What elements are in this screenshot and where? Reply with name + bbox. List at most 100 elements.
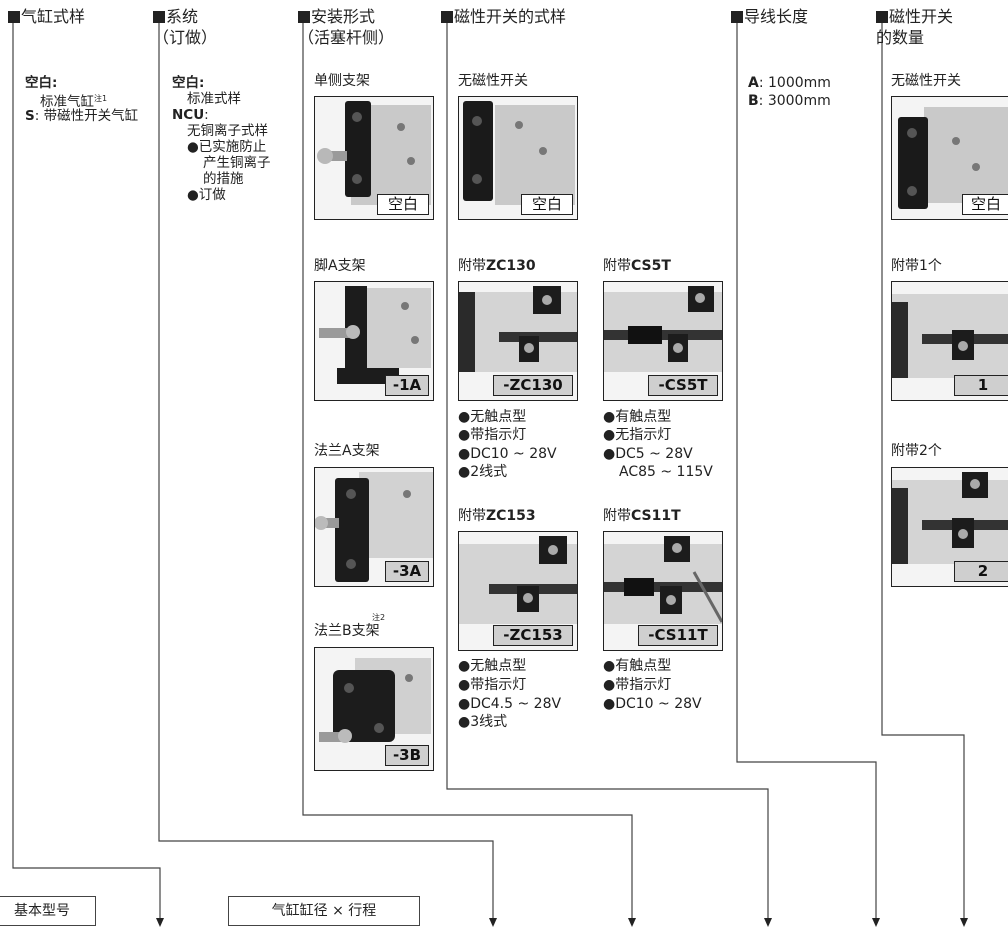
cs5t-spec-1: ●有触点型 [603, 409, 672, 425]
line-lead [736, 22, 877, 921]
cs11t-spec-2: ●带指示灯 [603, 677, 672, 693]
count-two-photo: 2 [891, 467, 1008, 587]
cyl-blank-key: 空白: [25, 75, 58, 91]
cs5t-spec-3: ●DC5 ~ 28V [603, 446, 693, 462]
cylinder-photo-icon [892, 472, 1008, 564]
mount-flangeB-label: 法兰B支架 [314, 623, 380, 639]
bore-stroke-box: 气缸缸径 × 行程 [228, 896, 420, 926]
switch-cs11t-code: -CS11T [638, 625, 718, 646]
cylinder-photo-icon [892, 294, 1008, 378]
zc153-spec-2: ●带指示灯 [458, 677, 527, 693]
switch-zc130-label: 附带ZC130 [458, 258, 536, 274]
count-one-code: 1 [954, 375, 1008, 396]
zc130-spec-4: ●2线式 [458, 464, 508, 480]
zc153-spec-4: ●3线式 [458, 714, 508, 730]
header-system: 系统（订做） [153, 7, 218, 47]
switch-zc153-photo: -ZC153 [458, 531, 578, 651]
header-cylinder: 气缸式样 [8, 6, 85, 27]
switch-none-photo: 空白 [458, 96, 578, 220]
switch-none-code: 空白 [521, 194, 573, 215]
arrow-head [960, 918, 968, 927]
cylinder-photo-icon [604, 286, 722, 372]
switch-zc130-code: -ZC130 [493, 375, 573, 396]
header-switch-count: 磁性开关的数量 [876, 7, 954, 47]
switch-zc153-code: -ZC153 [493, 625, 573, 646]
mount-footA-label: 脚A支架 [314, 258, 366, 274]
count-one-photo: 1 [891, 281, 1008, 401]
line-cylinder [12, 22, 161, 921]
mount-single-code: 空白 [377, 194, 429, 215]
count-none-photo: 空白 [891, 96, 1008, 220]
cyl-s-option: S: 带磁性开关气缸 [25, 108, 139, 124]
zc153-spec-1: ●无触点型 [458, 658, 527, 674]
mount-flangeA-code: -3A [385, 561, 429, 582]
arrow-head [489, 918, 497, 927]
arrow-head [764, 918, 772, 927]
square-bullet-icon [441, 11, 453, 23]
mount-flangeB-photo: -3B [314, 647, 434, 771]
arrow-head [156, 918, 164, 927]
lead-option-a: A: 1000mm [748, 75, 831, 91]
note-1-mark: 注1 [94, 94, 108, 103]
cs5t-spec-4: AC85 ~ 115V [619, 464, 713, 480]
cylinder-photo-icon [459, 536, 577, 624]
switch-none-label: 无磁性开关 [458, 73, 528, 89]
switch-cs5t-code: -CS5T [648, 375, 718, 396]
cs11t-spec-3: ●DC10 ~ 28V [603, 696, 702, 712]
count-two-code: 2 [954, 561, 1008, 582]
cylinder-photo-icon [317, 101, 431, 205]
mount-flangeA-photo: -3A [314, 467, 434, 587]
arrow-head [872, 918, 880, 927]
sys-ncu-desc: 无铜离子式样 [187, 123, 268, 139]
count-none-label: 无磁性开关 [891, 73, 961, 89]
count-two-label: 附带2个 [891, 443, 942, 459]
header-lead-length: 导线长度 [731, 6, 808, 27]
square-bullet-icon [876, 11, 888, 23]
lead-option-b: B: 3000mm [748, 93, 831, 109]
mount-footA-code: -1A [385, 375, 429, 396]
sys-ncu-bullet-1-line-3: 的措施 [203, 171, 244, 187]
square-bullet-icon [8, 11, 20, 23]
mount-single-label: 单侧支架 [314, 73, 370, 89]
switch-cs11t-label: 附带CS11T [603, 508, 681, 524]
cyl-blank-desc: 标准气缸注1 [40, 94, 108, 110]
sys-ncu-bullet-1-line-1: ●已实施防止 [187, 139, 267, 155]
cs5t-spec-2: ●无指示灯 [603, 427, 672, 443]
switch-zc130-photo: -ZC130 [458, 281, 578, 401]
mount-footA-photo: -1A [314, 281, 434, 401]
square-bullet-icon [731, 11, 743, 23]
note-2-mark: 注2 [372, 613, 386, 622]
header-switch-type: 磁性开关的式样 [441, 6, 566, 27]
cylinder-photo-icon [604, 536, 722, 624]
sys-blank-desc: 标准式样 [187, 91, 241, 107]
count-one-label: 附带1个 [891, 258, 942, 274]
cylinder-photo-icon [315, 472, 433, 582]
mount-flangeA-label: 法兰A支架 [314, 443, 380, 459]
switch-cs11t-photo: -CS11T [603, 531, 723, 651]
line-count [881, 22, 965, 921]
cylinder-photo-icon [459, 286, 577, 372]
sys-ncu-bullet-1-line-2: 产生铜离子 [203, 155, 271, 171]
square-bullet-icon [153, 11, 165, 23]
cs11t-spec-1: ●有触点型 [603, 658, 672, 674]
square-bullet-icon [298, 11, 310, 23]
arrow-head [628, 918, 636, 927]
basic-model-box: 基本型号 [0, 896, 96, 926]
header-mount: 安装形式（活塞杆侧） [298, 7, 395, 47]
count-none-code: 空白 [962, 194, 1008, 215]
zc153-spec-3: ●DC4.5 ~ 28V [458, 696, 562, 712]
line-mount [302, 22, 633, 921]
sys-ncu-bullet-2: ●订做 [187, 187, 226, 203]
cylinder-photo-icon [463, 101, 575, 205]
zc130-spec-2: ●带指示灯 [458, 427, 527, 443]
sys-ncu-key: NCU: [172, 107, 209, 123]
line-switch-type [446, 22, 769, 921]
sys-blank-key: 空白: [172, 75, 205, 91]
line-system [158, 22, 494, 921]
switch-cs5t-photo: -CS5T [603, 281, 723, 401]
cylinder-photo-icon [319, 286, 431, 384]
zc130-spec-3: ●DC10 ~ 28V [458, 446, 557, 462]
zc130-spec-1: ●无触点型 [458, 409, 527, 425]
switch-cs5t-label: 附带CS5T [603, 258, 671, 274]
